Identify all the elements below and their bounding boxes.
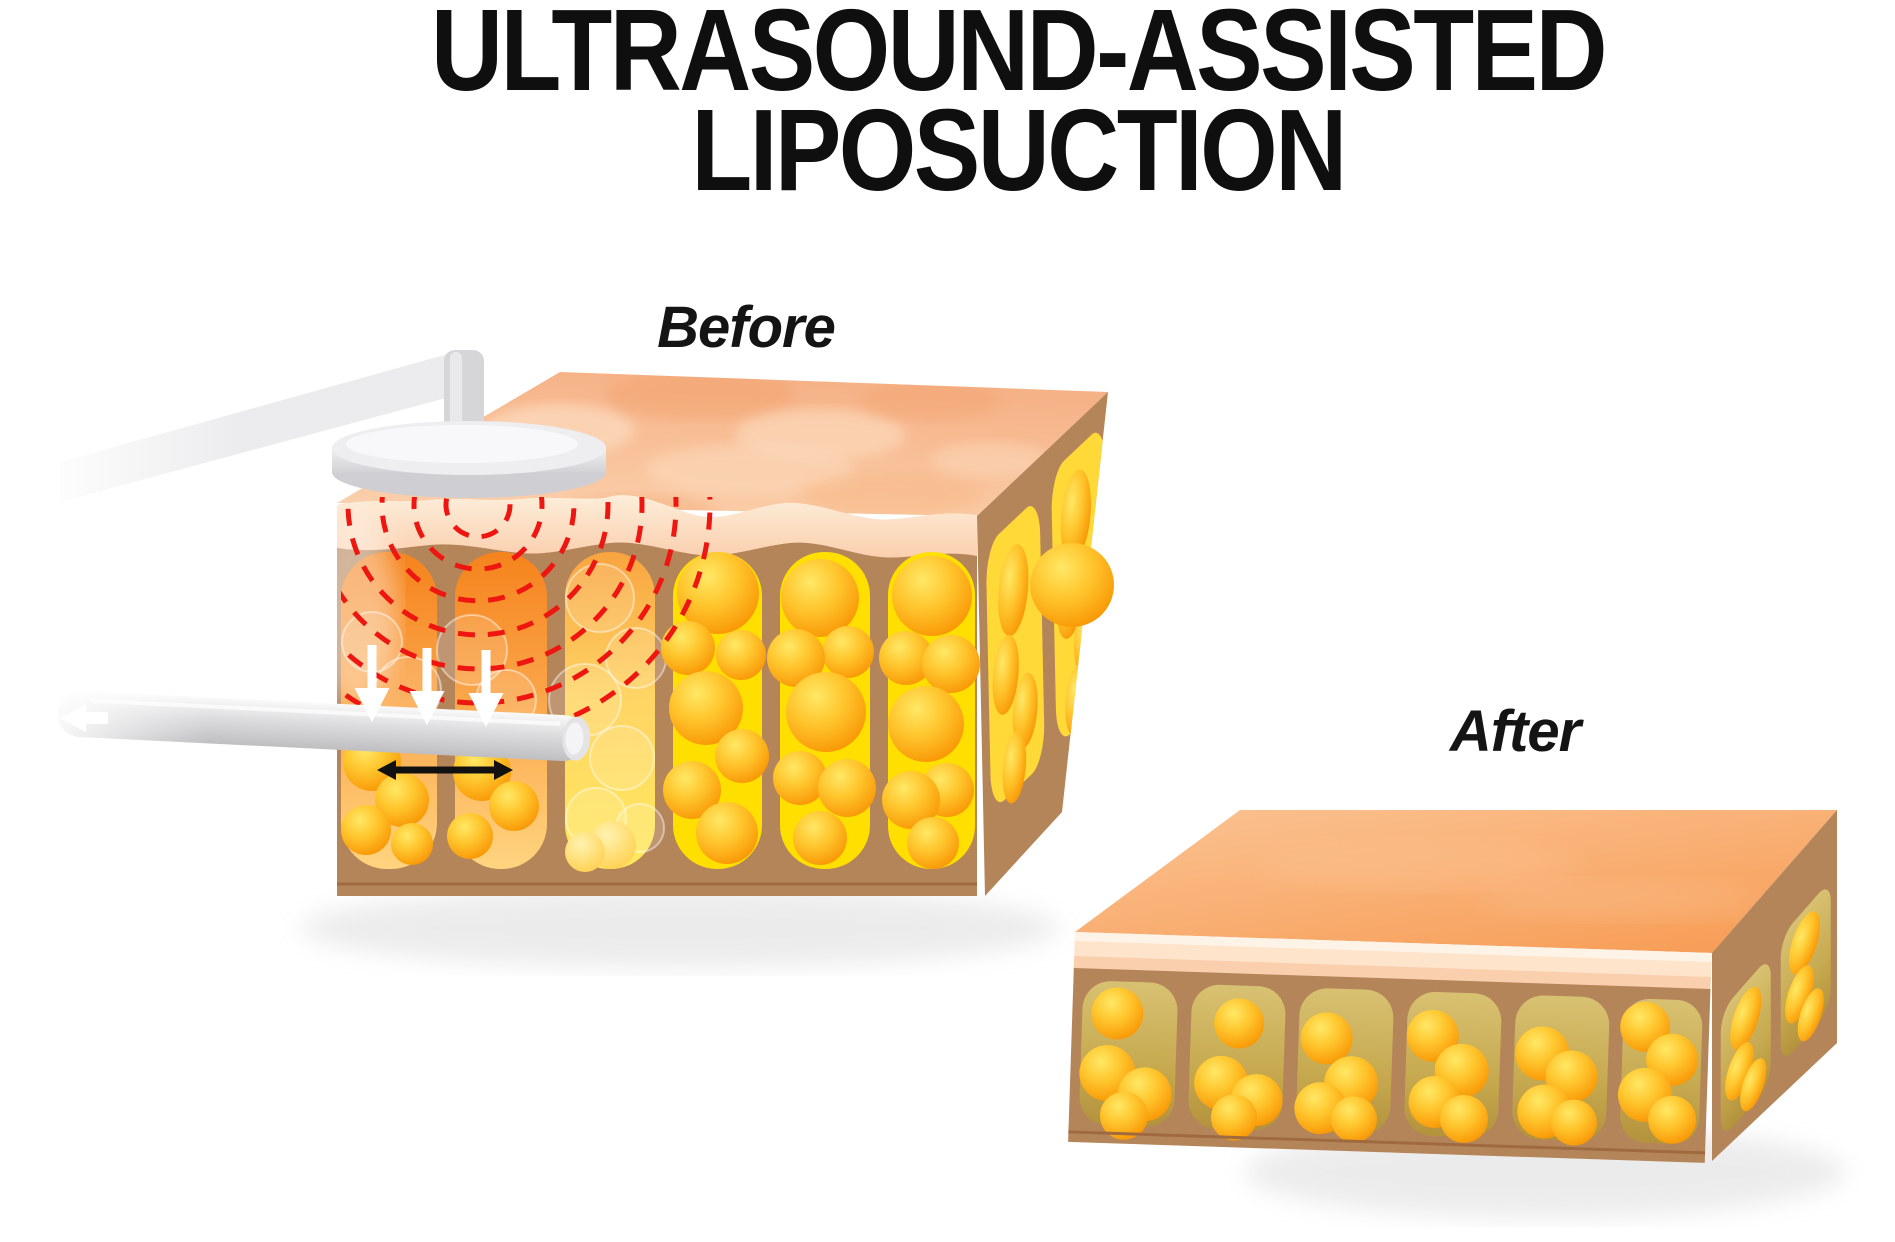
before-epidermis [337,495,977,558]
page-title-line1: ULTRASOUND-ASSISTED [431,0,1608,115]
suction-cannula-icon [38,679,591,762]
before-dermis [337,520,977,896]
after-bottom-seam [1068,1130,1706,1155]
after-front-face [1068,932,1712,1163]
suction-direction-arrow [60,704,108,732]
ultrasound-waves-icon [341,497,713,739]
ultrasound-transducer-icon [40,340,606,520]
after-label: After [1449,699,1581,764]
bulging-fat-cell [1030,543,1114,627]
cannula-motion-arrow [377,760,513,780]
page-title-line2: LIPOSUCTION [691,85,1347,215]
before-label: Before [657,295,836,360]
after-fat-columns [1078,981,1703,1147]
page-title: ULTRASOUND-ASSISTED LIPOSUCTION [416,0,1620,215]
before-shadow [300,888,1060,968]
pressure-down-arrows [354,645,504,727]
after-side-cells [1720,889,1831,1131]
before-fat-columns [313,515,980,872]
before-skin-block [38,340,1114,968]
after-skin-block [1068,810,1845,1218]
